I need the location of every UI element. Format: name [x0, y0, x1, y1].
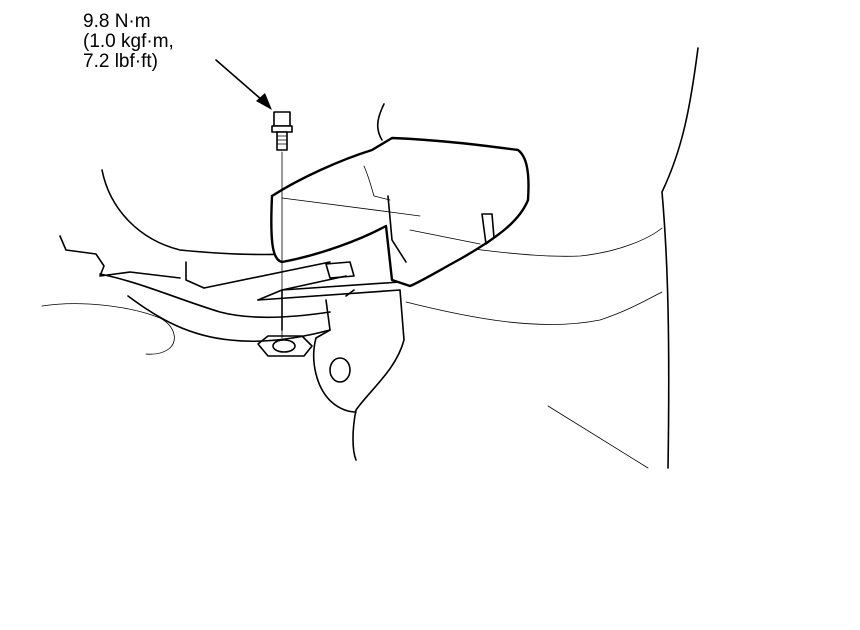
torque-value-kgfm: (1.0 kgf·m, [83, 31, 174, 52]
torque-spec-callout: 9.8 N·m (1.0 kgf·m, 7.2 lbf·ft) [83, 12, 174, 72]
body-panel [405, 47, 699, 469]
leader-arrow [215, 59, 272, 110]
cover-box [270, 103, 530, 288]
torque-value-lbfft: 7.2 lbf·ft) [83, 51, 158, 72]
cross-member [99, 261, 331, 343]
bracket [257, 261, 405, 461]
bolt-icon [271, 111, 293, 339]
torque-value-nm: 9.8 N·m [83, 11, 151, 32]
